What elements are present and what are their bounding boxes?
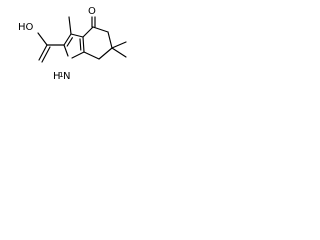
bond-c2-c3 bbox=[63, 33, 72, 46]
bond-c6-c7 bbox=[98, 47, 113, 60]
bond-c3a-c7a-inner bbox=[79, 38, 82, 51]
nh-hydrogen-label: H bbox=[53, 71, 61, 82]
bond-cooh-o-second bbox=[41, 46, 51, 63]
bond-cooh-ho bbox=[37, 32, 48, 46]
oxo-oxygen-label: O bbox=[88, 6, 96, 17]
bond-c3-c3a bbox=[70, 33, 84, 38]
bond-n1-c2 bbox=[63, 44, 69, 57]
structure-diagram: O HO H N 1 bbox=[18, 6, 127, 82]
hydroxyl-label: HO bbox=[18, 22, 34, 33]
nh-nitrogen-label: N bbox=[63, 71, 70, 82]
bond-c3a-c7a bbox=[82, 36, 85, 53]
bond-c6-methyl-up bbox=[111, 41, 127, 49]
bond-c3-methyl bbox=[68, 16, 72, 35]
nh-locant-label: 1 bbox=[59, 71, 63, 79]
bond-cooh-o bbox=[38, 44, 48, 61]
bond-c5-c6 bbox=[107, 31, 113, 49]
bond-c4-c5 bbox=[92, 26, 109, 33]
bond-c6-methyl-down bbox=[111, 47, 127, 58]
bond-c7a-n1 bbox=[71, 51, 85, 59]
bond-c7-c7a bbox=[83, 51, 100, 60]
bond-c3a-c4 bbox=[82, 26, 94, 38]
bond-c2-c3-inner bbox=[66, 37, 73, 47]
